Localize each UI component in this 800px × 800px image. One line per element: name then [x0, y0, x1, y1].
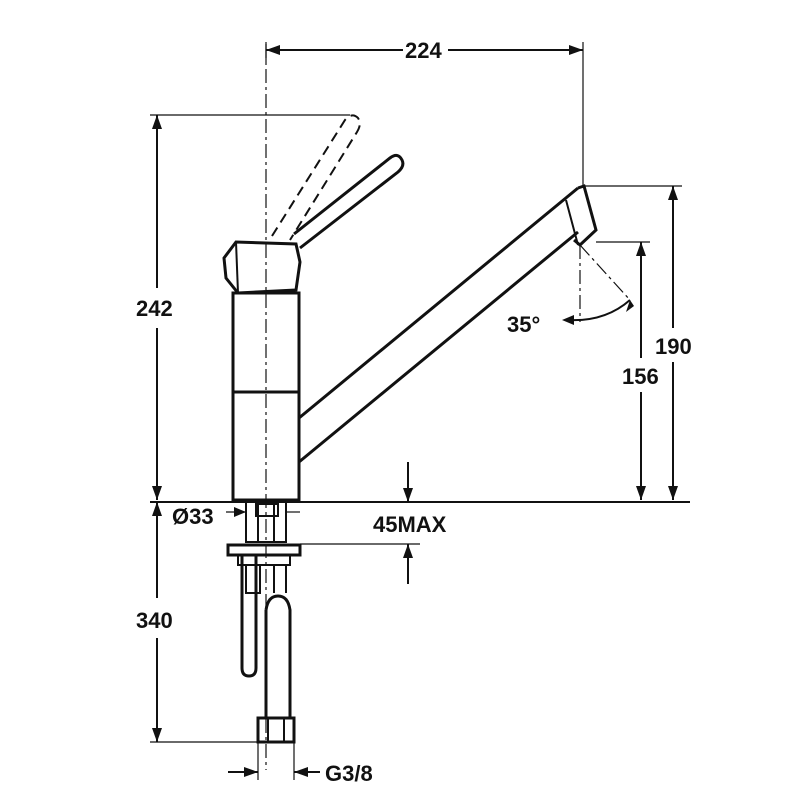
diameter-label: Ø33 — [172, 504, 214, 529]
angle-label: 35° — [507, 312, 540, 337]
dimension-body-diameter: Ø33 — [172, 504, 300, 529]
mounting-hardware — [226, 501, 302, 594]
supply-hoses — [240, 555, 296, 744]
dimension-hose-length: 340 — [136, 502, 258, 743]
thread-label: G3/8 — [325, 761, 373, 786]
dimension-outlet-height: 156 — [596, 241, 659, 500]
lever-head — [222, 114, 405, 295]
dimension-spout-height: 190 — [584, 185, 692, 500]
height-label: 242 — [136, 296, 173, 321]
spout — [298, 184, 598, 464]
dimension-total-height: 242 — [136, 114, 350, 500]
max-deck-label: 45MAX — [373, 512, 447, 537]
dimension-connection-thread: G3/8 — [228, 742, 373, 786]
spout-height-label: 190 — [655, 334, 692, 359]
dimension-spout-reach: 224 — [265, 38, 584, 186]
reach-label: 224 — [405, 38, 442, 63]
dimension-max-deck: 45MAX — [300, 462, 447, 584]
hose-length-label: 340 — [136, 608, 173, 633]
outlet-height-label: 156 — [622, 364, 659, 389]
swivel-angle-indicator: 35° — [507, 244, 634, 337]
